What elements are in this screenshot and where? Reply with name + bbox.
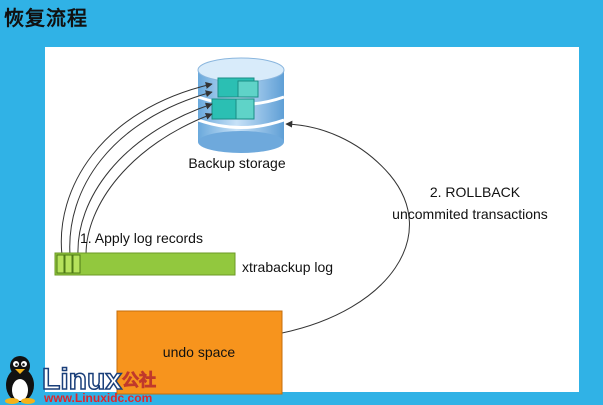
xtrabackup-log-bar bbox=[54, 252, 236, 276]
apply-log-arrows bbox=[60, 82, 213, 256]
undo-space-label: undo space bbox=[163, 344, 236, 360]
undo-space-box bbox=[116, 310, 283, 395]
rollback-arrow bbox=[281, 120, 410, 334]
penguin-logo-icon bbox=[5, 356, 35, 404]
data-block bbox=[237, 80, 259, 98]
xtrabackup-log-label: xtrabackup log bbox=[242, 259, 333, 275]
watermark-url: www.Linuxidc.com bbox=[43, 391, 152, 405]
step1-label: 1. Apply log records bbox=[80, 230, 203, 246]
watermark-brand-suffix: 公社 bbox=[122, 370, 156, 391]
data-block bbox=[235, 98, 255, 120]
backup-storage-cylinder bbox=[197, 57, 285, 153]
slide-title: 恢复流程 bbox=[4, 6, 88, 30]
backup-storage-label: Backup storage bbox=[188, 155, 285, 171]
watermark-brand: Linux bbox=[42, 363, 122, 396]
step2-label-line2: uncommited transactions bbox=[392, 206, 548, 222]
step2-label-line1: 2. ROLLBACK bbox=[430, 184, 521, 200]
linux-watermark: Linux 公社 www.Linuxidc.com bbox=[5, 356, 156, 405]
data-block bbox=[211, 98, 237, 120]
